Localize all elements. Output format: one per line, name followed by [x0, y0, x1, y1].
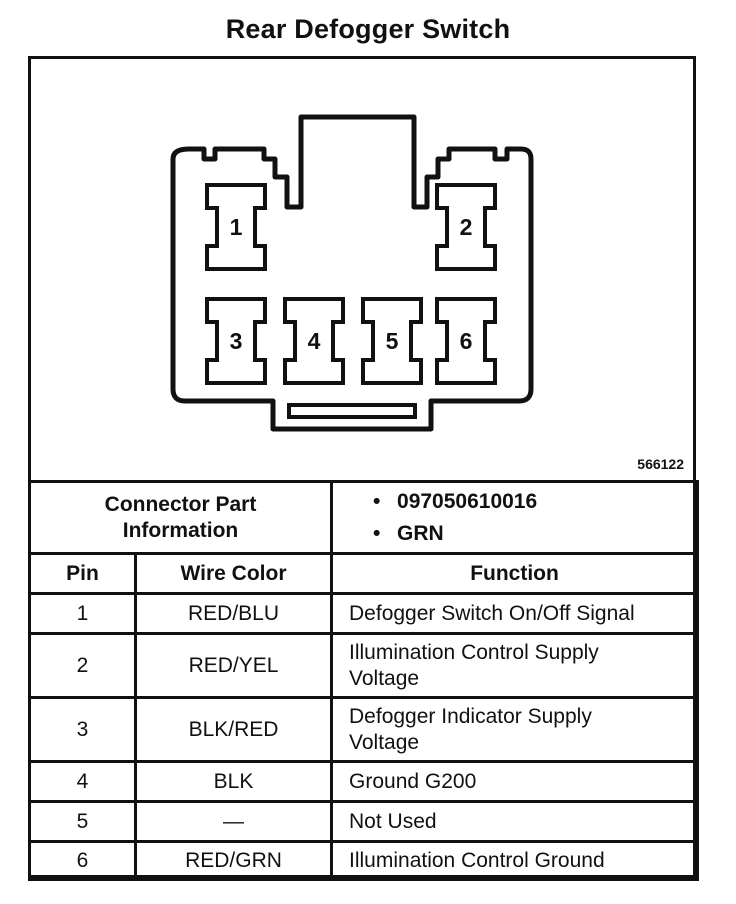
pin-cavity-3	[205, 297, 267, 385]
pin-label-1: 1	[230, 214, 243, 240]
pin-cavity-4	[283, 297, 345, 385]
function-cell: Ground G200	[330, 760, 700, 803]
table-row: 5 — Not Used	[28, 800, 700, 843]
pin-cell: 6	[28, 840, 137, 881]
pin-label-4: 4	[308, 328, 321, 354]
connector-info-row: Connector Part Information 097050610016 …	[27, 480, 700, 555]
header-pin: Pin	[28, 552, 137, 595]
pin-cell: 2	[28, 632, 137, 699]
pin-cavity-1	[205, 183, 267, 271]
pin-cell: 1	[28, 592, 137, 635]
function-cell: Defogger Indicator Supply Voltage	[330, 696, 700, 763]
pin-cell: 3	[28, 696, 137, 763]
pin-cell: 5	[28, 800, 137, 843]
connector-face-diagram: 1 2 3 4 5 6	[170, 114, 534, 432]
connector-info-label: Connector Part Information	[27, 480, 334, 555]
pin-label-2: 2	[460, 214, 473, 240]
connector-housing-outline	[170, 114, 534, 432]
table-row: 1 RED/BLU Defogger Switch On/Off Signal	[28, 592, 700, 635]
function-text: Defogger Indicator Supply Voltage	[349, 704, 592, 754]
connector-info-label-text: Connector Part Information	[104, 492, 257, 542]
connector-info-list: 097050610016 GRN	[333, 486, 696, 550]
diagram-title: Rear Defogger Switch	[225, 14, 511, 44]
figure-id: 566122	[637, 456, 684, 472]
pin-label-6: 6	[460, 328, 473, 354]
pin-label-3: 3	[230, 328, 243, 354]
table-row: 2 RED/YEL Illumination Control Supply Vo…	[28, 632, 700, 699]
function-cell: Illumination Control Supply Voltage	[330, 632, 700, 699]
function-text: Illumination Control Supply Voltage	[349, 640, 599, 690]
pin-cavity-6	[435, 297, 497, 385]
wire-color-cell: BLK/RED	[133, 696, 334, 763]
header-wire-color: Wire Color	[133, 552, 334, 595]
pin-label-5: 5	[386, 328, 399, 354]
connector-lock-slot	[287, 403, 417, 419]
table-row: 6 RED/GRN Illumination Control Ground	[28, 840, 700, 881]
table-header-row: Pin Wire Color Function	[28, 552, 700, 595]
wire-color-cell: BLK	[133, 760, 334, 803]
function-cell: Defogger Switch On/Off Signal	[330, 592, 700, 635]
table-row: 3 BLK/RED Defogger Indicator Supply Volt…	[28, 696, 700, 763]
pinout-table: Connector Part Information 097050610016 …	[27, 480, 700, 881]
pin-cavity-2	[435, 183, 497, 271]
pin-cavity-5	[361, 297, 423, 385]
header-function: Function	[330, 552, 700, 595]
connector-part-number: 097050610016	[375, 486, 696, 518]
connector-info-values: 097050610016 GRN	[330, 480, 700, 555]
function-cell: Not Used	[330, 800, 700, 843]
pin-cell: 4	[28, 760, 137, 803]
connector-color: GRN	[375, 518, 696, 550]
wire-color-cell: RED/GRN	[133, 840, 334, 881]
wire-color-cell: RED/BLU	[133, 592, 334, 635]
function-cell: Illumination Control Ground	[330, 840, 700, 881]
wire-color-cell: RED/YEL	[133, 632, 334, 699]
table-row: 4 BLK Ground G200	[28, 760, 700, 803]
wire-color-cell: —	[133, 800, 334, 843]
